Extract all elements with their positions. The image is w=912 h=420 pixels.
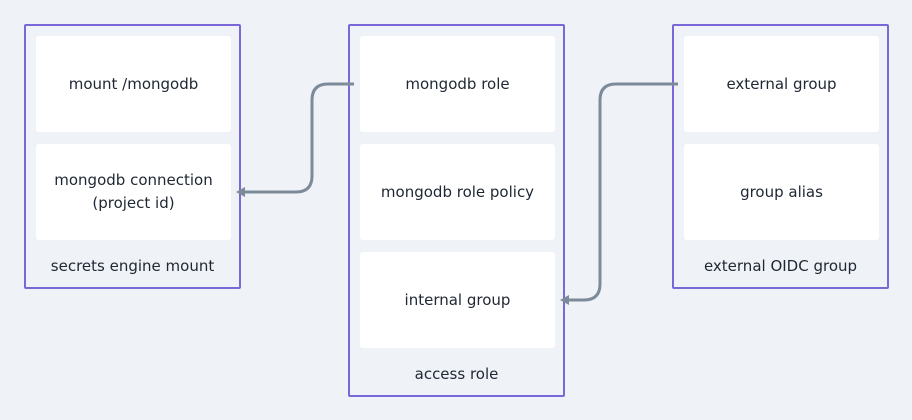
node-external-group[interactable]: external group [684, 36, 879, 132]
edge-external-group-to-internal-group [566, 82, 678, 302]
node-mongodb-role[interactable]: mongodb role [360, 36, 555, 132]
group-label-access-role: access role [414, 365, 499, 383]
node-mongodb-connection[interactable]: mongodb connection (project id) [36, 144, 231, 240]
edge-mongodb-role-to-connection [242, 82, 354, 194]
group-external-oidc-group: external group group alias external OIDC… [672, 24, 889, 289]
group-access-role: mongodb role mongodb role policy interna… [348, 24, 565, 397]
group-label-secrets-engine-mount: secrets engine mount [50, 257, 215, 275]
group-label-external-oidc-group: external OIDC group [703, 257, 858, 275]
node-internal-group[interactable]: internal group [360, 252, 555, 348]
node-group-alias[interactable]: group alias [684, 144, 879, 240]
node-mongodb-role-policy[interactable]: mongodb role policy [360, 144, 555, 240]
node-mount-mongodb[interactable]: mount /mongodb [36, 36, 231, 132]
group-secrets-engine-mount: mount /mongodb mongodb connection (proje… [24, 24, 241, 289]
